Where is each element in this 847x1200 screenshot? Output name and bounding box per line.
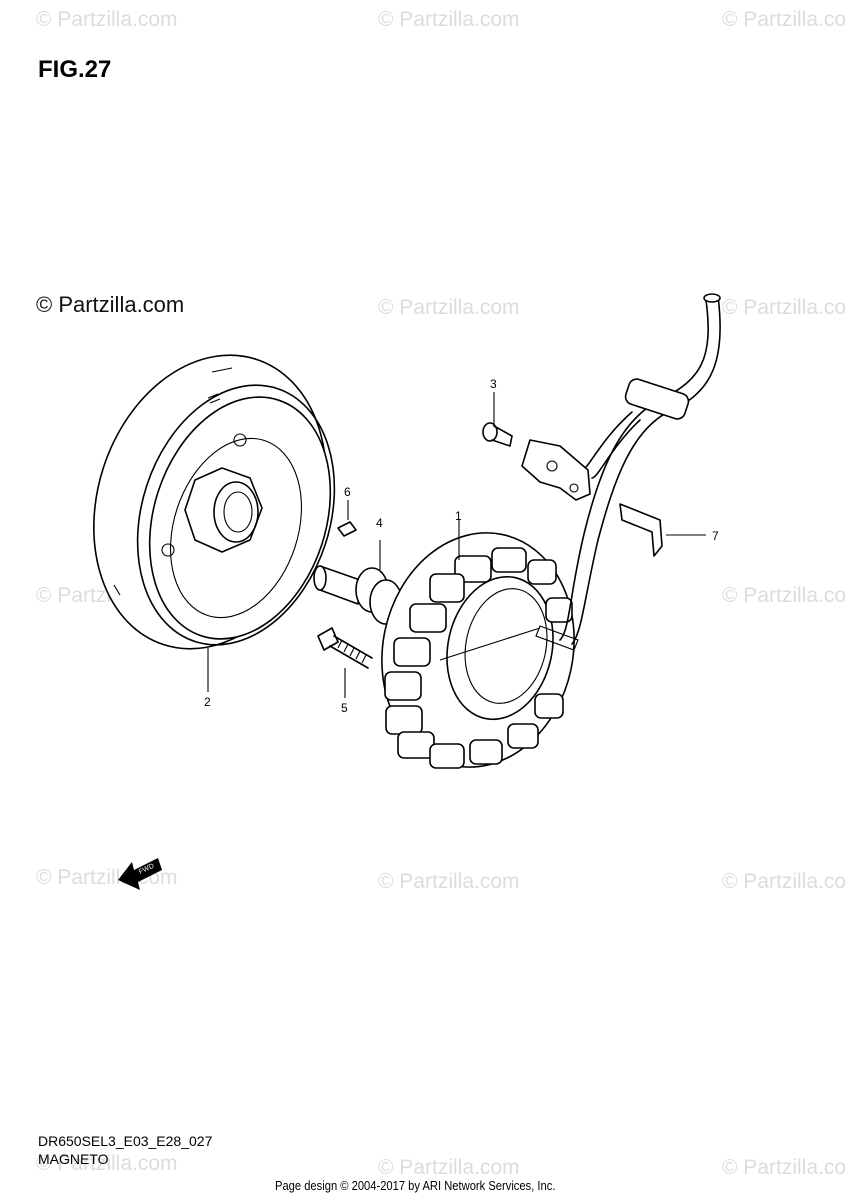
pickup-screw[interactable] xyxy=(482,422,513,447)
stator-screw[interactable] xyxy=(317,627,373,669)
rotor-flywheel[interactable] xyxy=(57,325,366,680)
clutch-bolt[interactable] xyxy=(313,565,403,625)
figure-label: FIG.27 xyxy=(38,56,112,83)
callout-7: 7 xyxy=(712,529,719,543)
callout-4: 4 xyxy=(376,516,383,530)
callout-5: 5 xyxy=(341,701,348,715)
watermark: © Partzilla.com xyxy=(722,8,847,31)
stator-wire-harness[interactable] xyxy=(535,293,721,651)
callout-6: 6 xyxy=(344,485,351,499)
watermark: © Partzilla.com xyxy=(378,1156,520,1179)
watermark: © Partzilla.com xyxy=(378,296,520,319)
page-footer: Page design © 2004-2017 by ARI Network S… xyxy=(275,1178,556,1193)
watermark: © Partzilla.com xyxy=(722,296,847,319)
woodruff-key[interactable] xyxy=(337,521,357,537)
watermark: © Partzilla.com xyxy=(36,1152,178,1175)
watermark: © Partzilla.com xyxy=(378,870,520,893)
callout-3: 3 xyxy=(490,377,497,391)
wire-clamp[interactable] xyxy=(619,503,663,557)
watermark: © Partzilla.com xyxy=(722,1156,847,1179)
stator-assembly[interactable] xyxy=(361,515,596,785)
watermark: © Partzilla.com xyxy=(722,584,847,607)
diagram-code: DR650SEL3_E03_E28_027 xyxy=(38,1133,213,1149)
watermark: © Partzilla.com xyxy=(378,8,520,31)
callout-2: 2 xyxy=(204,695,211,709)
diagram-title: MAGNETO xyxy=(38,1151,109,1167)
fwd-arrow-icon: FWD xyxy=(118,858,162,890)
watermark: © Partzilla.com xyxy=(722,870,847,893)
copyright-overlay: © Partzilla.com xyxy=(36,292,185,317)
pickup-coil[interactable] xyxy=(521,439,591,501)
callout-1: 1 xyxy=(455,509,462,523)
watermark: © Partzilla.com xyxy=(36,8,178,31)
